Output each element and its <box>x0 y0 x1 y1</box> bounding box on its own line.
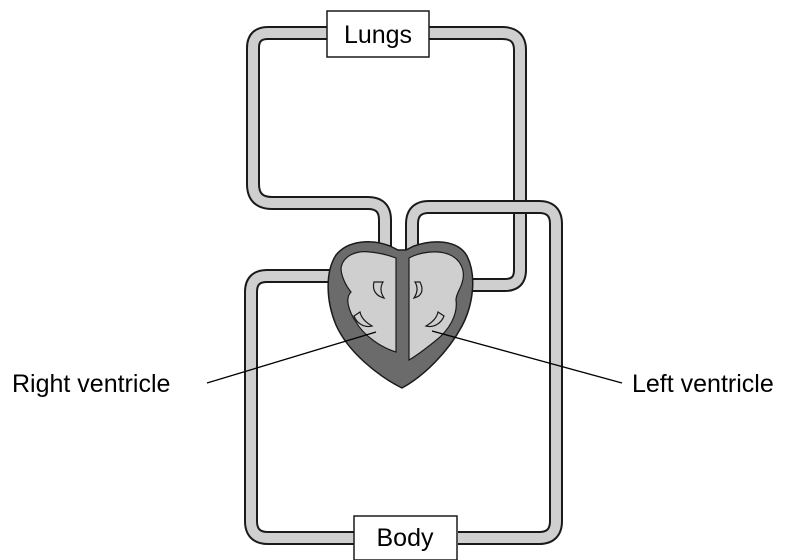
lungs-label: Lungs <box>344 21 412 49</box>
body-box: Body <box>354 516 457 560</box>
right-ventricle-label: Right ventricle <box>12 370 170 398</box>
left-ventricle-label: Left ventricle <box>632 370 774 398</box>
right-ventricle-leader-line <box>207 332 376 383</box>
left-ventricle-leader-line <box>432 331 622 383</box>
heart <box>328 242 473 388</box>
pulmonary-artery-vessel <box>253 33 385 258</box>
body-label: Body <box>377 524 434 552</box>
lungs-box: Lungs <box>327 11 429 57</box>
